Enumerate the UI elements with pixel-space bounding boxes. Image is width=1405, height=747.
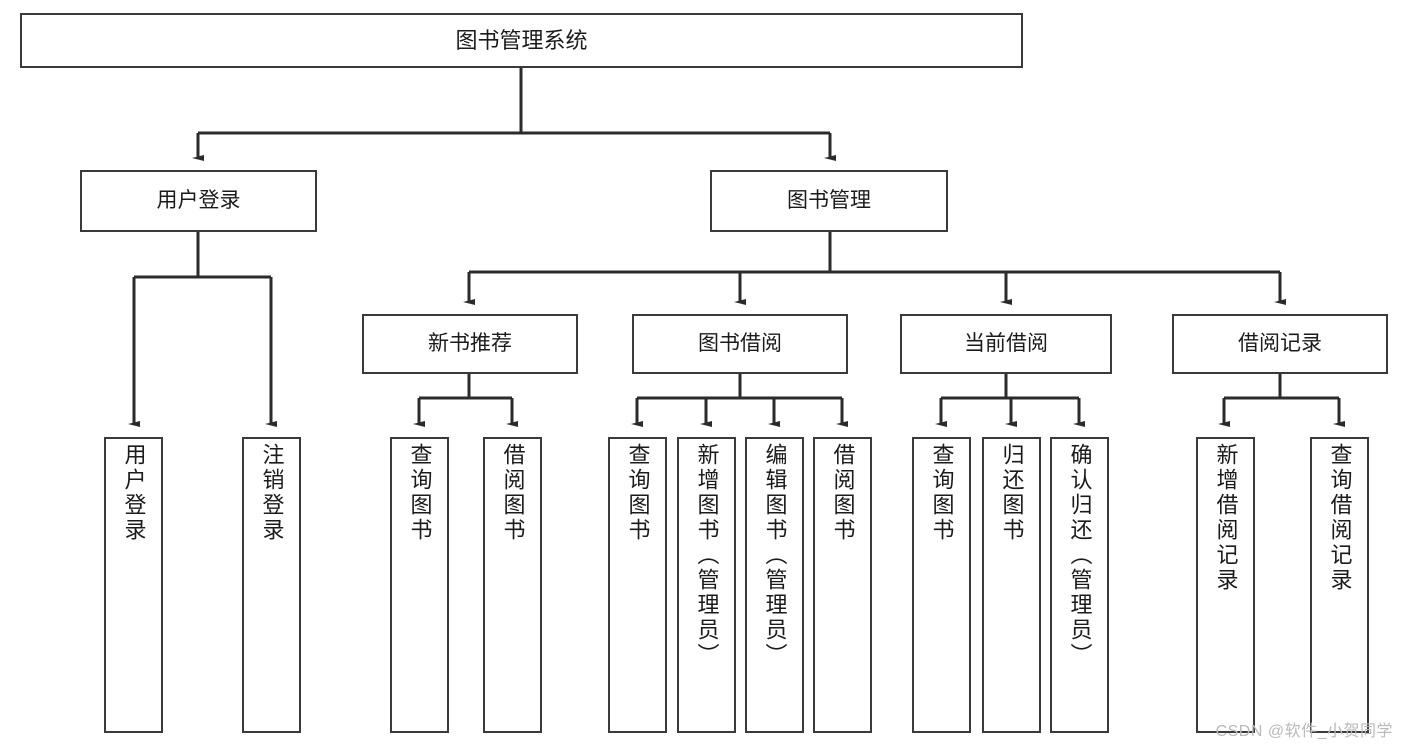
node-new-book-recommend[interactable]: 新书推荐	[362, 314, 578, 374]
leaf-recommend-query-book[interactable]: 查询图书	[390, 437, 449, 733]
leaf-user-login-logout[interactable]: 注销登录	[242, 437, 301, 733]
leaf-current-confirm-return-admin[interactable]: 确认归还（管理员）	[1050, 437, 1109, 733]
node-label: 查询图书	[625, 443, 651, 543]
node-label: 借阅图书	[830, 443, 856, 543]
leaf-user-login-login[interactable]: 用户登录	[104, 437, 163, 733]
node-root-system[interactable]: 图书管理系统	[20, 13, 1023, 68]
node-book-borrow[interactable]: 图书借阅	[632, 314, 848, 374]
node-label: 用户登录	[121, 443, 147, 543]
node-label: 图书借阅	[698, 331, 782, 355]
leaf-current-return-book[interactable]: 归还图书	[982, 437, 1041, 733]
node-label: 借阅记录	[1238, 331, 1322, 355]
node-label: 查询图书	[929, 443, 955, 543]
node-current-borrow[interactable]: 当前借阅	[900, 314, 1112, 374]
leaf-borrow-add-book-admin[interactable]: 新增图书（管理员）	[677, 437, 736, 733]
leaf-record-query-record[interactable]: 查询借阅记录	[1310, 437, 1369, 733]
node-label: 借阅图书	[500, 443, 526, 543]
node-label: 用户登录	[156, 188, 241, 212]
node-book-management[interactable]: 图书管理	[710, 170, 948, 232]
node-label: 新增图书（管理员）	[694, 443, 720, 668]
leaf-current-query-book[interactable]: 查询图书	[912, 437, 971, 733]
node-label: 新书推荐	[428, 331, 512, 355]
leaf-recommend-borrow-book[interactable]: 借阅图书	[483, 437, 542, 733]
node-label: 图书管理系统	[455, 27, 588, 53]
node-label: 编辑图书（管理员）	[762, 443, 788, 668]
node-user-login[interactable]: 用户登录	[80, 170, 317, 232]
leaf-borrow-borrow-book[interactable]: 借阅图书	[813, 437, 872, 733]
node-label: 当前借阅	[964, 331, 1048, 355]
watermark: CSDN @软件_小贺同学	[1215, 723, 1393, 740]
node-label: 图书管理	[787, 188, 871, 212]
node-label: 确认归还（管理员）	[1067, 443, 1093, 668]
leaf-borrow-query-book[interactable]: 查询图书	[608, 437, 667, 733]
node-label: 查询借阅记录	[1327, 443, 1353, 593]
leaf-borrow-edit-book-admin[interactable]: 编辑图书（管理员）	[745, 437, 804, 733]
node-label: 注销登录	[259, 443, 285, 543]
node-label: 查询图书	[407, 443, 433, 543]
leaf-record-add-record[interactable]: 新增借阅记录	[1196, 437, 1255, 733]
node-label: 归还图书	[999, 443, 1025, 543]
node-borrow-record[interactable]: 借阅记录	[1172, 314, 1388, 374]
node-label: 新增借阅记录	[1213, 443, 1239, 593]
